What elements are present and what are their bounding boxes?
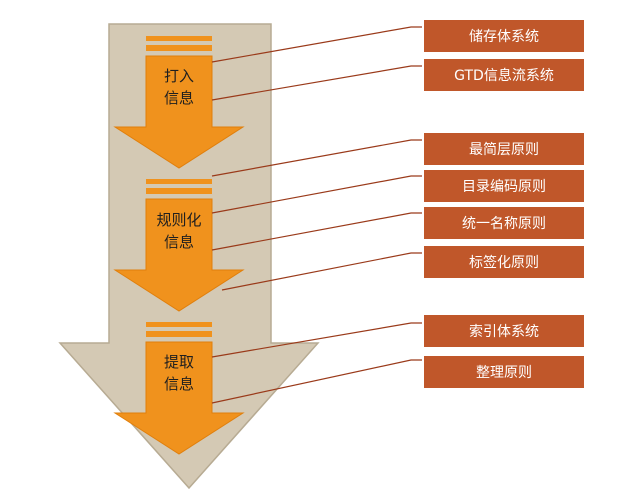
box-catalog-coding-principle-label: 目录编码原则	[462, 179, 546, 195]
stage-extract-label-line-1: 提取	[164, 353, 194, 371]
box-simplest-layer-principle: 最简层原则	[422, 131, 586, 167]
stage-extract-bar-2	[146, 331, 212, 337]
box-catalog-coding-principle: 目录编码原则	[422, 168, 586, 204]
stage-extract-arrow	[113, 341, 245, 455]
box-gtd-flow-system-label: GTD信息流系统	[454, 67, 554, 84]
connectors	[211, 26, 422, 404]
stage-extract-label-line-2: 信息	[164, 375, 194, 393]
box-index-system-label: 索引体系统	[469, 323, 539, 340]
stage-extract: 提取 信息	[113, 322, 245, 455]
box-index-system: 索引体系统	[422, 313, 586, 349]
stage-input-arrow	[113, 55, 245, 169]
connector-tagging-principle	[221, 252, 422, 291]
stage-input-bar-2	[146, 45, 212, 51]
connector-unified-naming-principle	[211, 212, 422, 251]
box-storage-system-label: 储存体系统	[469, 29, 539, 45]
stage-input-label-line-1: 打入	[164, 67, 194, 85]
box-tagging-principle: 标签化原则	[422, 244, 586, 280]
connector-gtd-flow-system	[211, 65, 422, 101]
connector-storage-system	[211, 26, 422, 63]
connector-simplest-layer-principle	[211, 139, 422, 177]
connector-organize-principle	[211, 359, 422, 404]
label-boxes: 储存体系统 GTD信息流系统 最简层原则 目录编码原则 统一名称原则 标签化原则	[422, 18, 586, 390]
stage-input-label-line-2: 信息	[164, 89, 194, 107]
stage-normalize-arrow	[113, 198, 245, 312]
box-tagging-principle-label: 标签化原则	[469, 254, 539, 271]
box-organize-principle: 整理原则	[422, 354, 586, 390]
connector-catalog-coding-principle	[211, 175, 422, 214]
box-unified-naming-principle: 统一名称原则	[422, 205, 586, 241]
box-organize-principle-label: 整理原则	[476, 365, 532, 381]
stage-normalize: 规则化 信息	[113, 179, 245, 312]
stage-input: 打入 信息	[113, 36, 245, 169]
box-storage-system: 储存体系统	[422, 18, 586, 54]
box-simplest-layer-principle-label: 最简层原则	[469, 141, 539, 158]
connector-index-system	[211, 322, 422, 358]
box-gtd-flow-system: GTD信息流系统	[422, 57, 586, 93]
stage-input-bar-1	[146, 36, 212, 41]
stage-normalize-bar-2	[146, 188, 212, 194]
stage-extract-bar-1	[146, 322, 212, 327]
stage-normalize-label-line-1: 规则化	[156, 211, 201, 229]
stage-normalize-label-line-2: 信息	[164, 233, 194, 251]
stage-normalize-bar-1	[146, 179, 212, 184]
box-unified-naming-principle-label: 统一名称原则	[462, 216, 546, 232]
